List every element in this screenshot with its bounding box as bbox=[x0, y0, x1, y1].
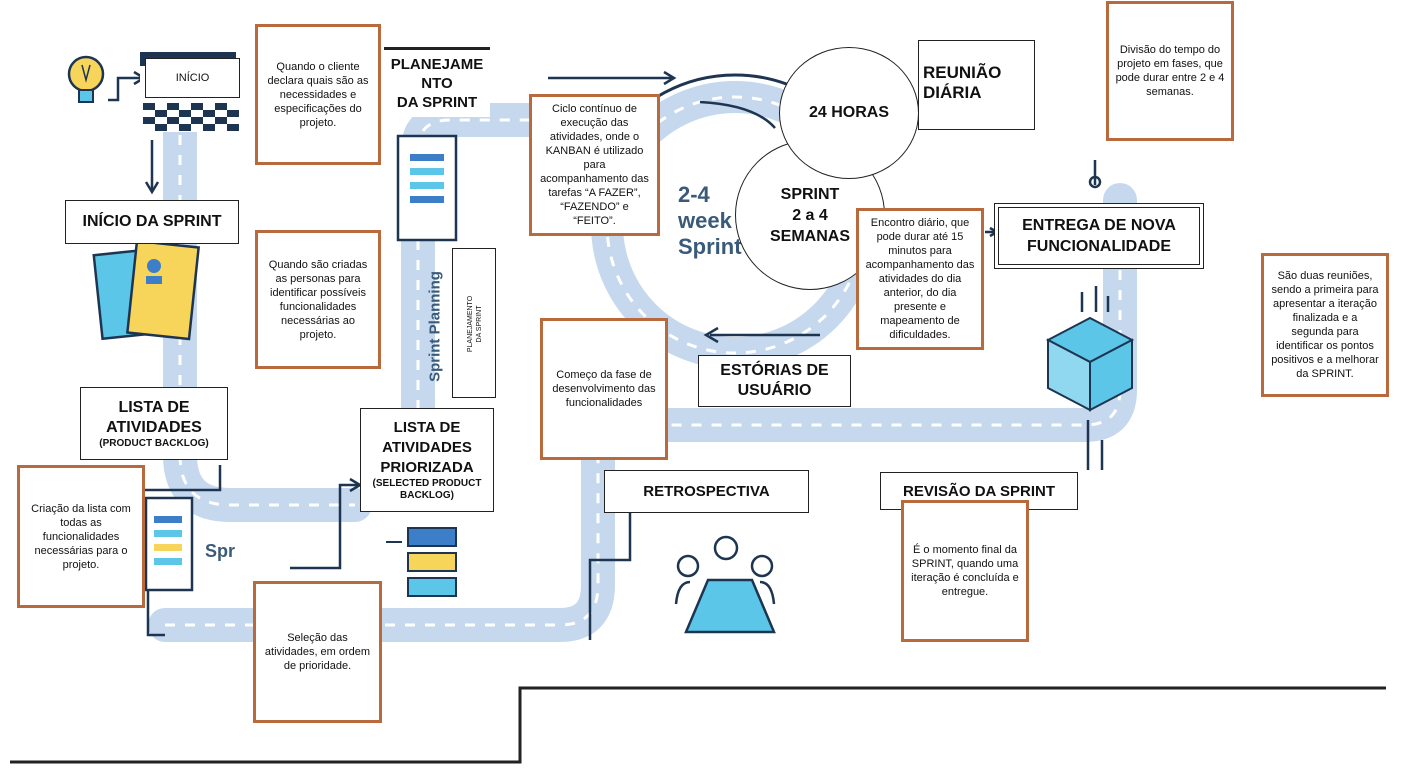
inicio-sprint-label: INÍCIO DA SPRINT bbox=[65, 200, 239, 244]
note-criacao: Criação da lista com todas as funcionali… bbox=[17, 465, 145, 608]
note-encontro-text: Encontro diário, que pode durar até 15 m… bbox=[865, 217, 975, 341]
note-divisao: Divisão do tempo do projeto em fases, qu… bbox=[1106, 1, 1234, 141]
backlog-document-icon bbox=[144, 496, 194, 592]
note-cliente-text: Quando o cliente declara quais são as ne… bbox=[267, 60, 369, 129]
lista-atividades-line-2: ATIVIDADES bbox=[106, 418, 202, 436]
estorias-line-2: USUÁRIO bbox=[737, 382, 812, 399]
planejamento-sprint-label: PLANEJAME NTO DA SPRINT bbox=[384, 47, 490, 117]
inicio-label-text: INÍCIO bbox=[175, 72, 210, 84]
note-selecao: Seleção das atividades, em ordem de prio… bbox=[253, 581, 382, 723]
planejamento-line-3: DA SPRINT bbox=[396, 94, 478, 111]
personas-documents-icon bbox=[92, 239, 201, 341]
planejamento-vertical-line-1: PLANEJAMENTO bbox=[467, 295, 474, 353]
horas-circle-text: 24 HORAS bbox=[808, 104, 890, 121]
checkered-pattern bbox=[143, 103, 239, 131]
week-sprint-line-2: week bbox=[678, 208, 732, 233]
note-encontro: Encontro diário, que pode durar até 15 m… bbox=[856, 208, 984, 350]
planning-document-icon bbox=[396, 134, 458, 242]
planejamento-line-2: NTO bbox=[421, 75, 453, 92]
sprint-circle-line-2: 2 a 4 bbox=[792, 206, 828, 224]
entrega-line-1: ENTREGA DE NOVA bbox=[1022, 217, 1176, 234]
note-momento-final-text: É o momento final da SPRINT, quando uma … bbox=[911, 544, 1019, 598]
spr-road-text: Spr bbox=[205, 541, 236, 561]
entrega-line-2: FUNCIONALIDADE bbox=[1027, 238, 1171, 255]
entrega-label: ENTREGA DE NOVA FUNCIONALIDADE bbox=[994, 203, 1204, 269]
lista-priorizada-sub-1: (SELECTED PRODUCT bbox=[372, 478, 482, 489]
inicio-sprint-text: INÍCIO DA SPRINT bbox=[82, 213, 222, 230]
estorias-label: ESTÓRIAS DE USUÁRIO bbox=[698, 355, 851, 407]
delivery-box-icon bbox=[1045, 286, 1135, 412]
retrospectiva-label: RETROSPECTIVA bbox=[604, 470, 809, 513]
week-sprint-line-3: Sprint bbox=[678, 234, 742, 259]
estorias-line-1: ESTÓRIAS DE bbox=[720, 362, 829, 379]
lista-priorizada-line-3: PRIORIZADA bbox=[380, 459, 474, 476]
planejamento-line-1: PLANEJAME bbox=[390, 56, 484, 73]
week-sprint-text: 2-4 week Sprint bbox=[678, 182, 742, 260]
note-personas-text: Quando são criadas as personas para iden… bbox=[268, 258, 368, 341]
horas-circle: 24 HORAS bbox=[779, 47, 919, 179]
note-momento-final: É o momento final da SPRINT, quando uma … bbox=[901, 500, 1029, 642]
note-cliente: Quando o cliente declara quais são as ne… bbox=[255, 24, 381, 165]
note-duas-reunioes-text: São duas reuniões, sendo a primeira para… bbox=[1271, 270, 1379, 380]
lista-priorizada-line-1: LISTA DE bbox=[393, 419, 461, 436]
sprint-planning-road-text: Sprint Planning bbox=[426, 271, 444, 382]
selected-backlog-stack-icon bbox=[386, 527, 457, 597]
marker-pin bbox=[1088, 175, 1102, 189]
loop-arrow-top bbox=[699, 100, 776, 129]
lightbulb-icon bbox=[67, 55, 105, 103]
week-sprint-line-1: 2-4 bbox=[678, 182, 710, 207]
lista-priorizada-line-2: ATIVIDADES bbox=[382, 439, 472, 456]
note-selecao-text: Seleção das atividades, em ordem de prio… bbox=[264, 632, 371, 672]
note-divisao-text: Divisão do tempo do projeto em fases, qu… bbox=[1115, 44, 1225, 98]
lista-priorizada-label: LISTA DE ATIVIDADES PRIORIZADA (SELECTED… bbox=[360, 408, 494, 512]
note-criacao-text: Criação da lista com todas as funcionali… bbox=[31, 502, 131, 571]
reuniao-line-2: DIÁRIA bbox=[923, 83, 982, 102]
note-duas-reunioes: São duas reuniões, sendo a primeira para… bbox=[1261, 253, 1389, 397]
revisao-sprint-text: REVISÃO DA SPRINT bbox=[903, 482, 1055, 500]
note-comeco-text: Começo da fase de desenvolvimento das fu… bbox=[552, 369, 656, 409]
planejamento-vertical-text: PLANEJAMENTO DA SPRINT bbox=[466, 252, 484, 396]
lista-atividades-label: LISTA DE ATIVIDADES (PRODUCT BACKLOG) bbox=[80, 387, 228, 460]
planejamento-vertical-line-2: DA SPRINT bbox=[476, 305, 483, 343]
reuniao-line-1: REUNIÃO bbox=[923, 63, 1002, 82]
note-ciclo-text: Ciclo contínuo de execução das atividade… bbox=[540, 103, 649, 227]
reuniao-diaria-label: REUNIÃO DIÁRIA bbox=[918, 40, 1035, 130]
note-personas: Quando são criadas as personas para iden… bbox=[255, 230, 381, 369]
retrospectiva-text: RETROSPECTIVA bbox=[643, 483, 770, 500]
lista-priorizada-sub-2: BACKLOG) bbox=[400, 490, 454, 501]
planejamento-vertical-label: PLANEJAMENTO DA SPRINT bbox=[452, 248, 496, 398]
flow-lines bbox=[108, 70, 1104, 640]
note-ciclo: Ciclo contínuo de execução das atividade… bbox=[529, 94, 660, 236]
loop-arrowhead-bottom bbox=[703, 326, 719, 344]
sprint-circle-line-1: SPRINT bbox=[780, 185, 840, 203]
note-comeco: Começo da fase de desenvolvimento das fu… bbox=[540, 318, 668, 460]
lista-atividades-sub: (PRODUCT BACKLOG) bbox=[99, 437, 209, 449]
lista-atividades-line-1: LISTA DE bbox=[118, 398, 190, 416]
baseline-step-line bbox=[10, 686, 1386, 764]
sprint-circle-line-3: SEMANAS bbox=[769, 227, 850, 245]
inicio-label: INÍCIO bbox=[145, 58, 240, 98]
retrospective-meeting-icon bbox=[674, 535, 776, 634]
